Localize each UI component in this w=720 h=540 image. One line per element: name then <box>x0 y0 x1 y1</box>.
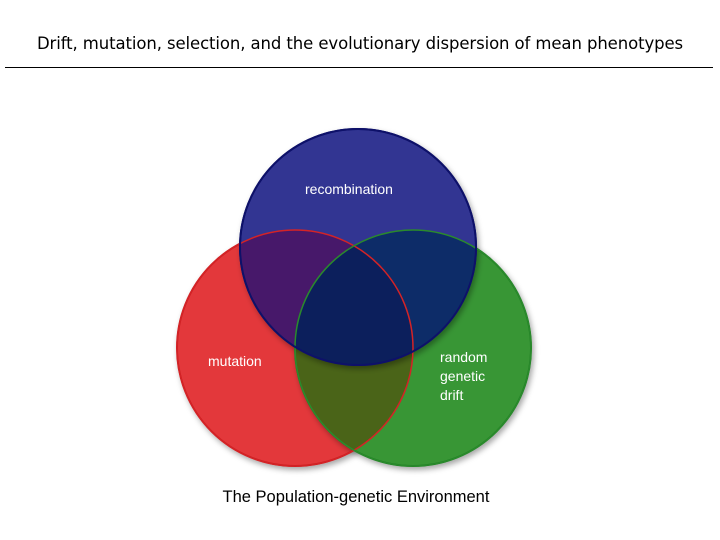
recombination-outline <box>239 128 477 366</box>
drift-outline <box>294 229 532 467</box>
diagram-caption: The Population-genetic Environment <box>222 488 490 506</box>
mutation-label: mutation <box>208 353 262 369</box>
mutation-outline <box>176 229 414 467</box>
random-genetic-drift-label: random genetic drift <box>440 348 520 405</box>
recombination-label: recombination <box>305 181 393 197</box>
drift-label-line-1: random <box>440 349 488 365</box>
triple-overlap <box>295 230 413 365</box>
slide-title: Drift, mutation, selection, and the evol… <box>36 34 684 53</box>
drift-label-line-3: drift <box>440 387 464 403</box>
drift-label-line-2: genetic <box>440 368 486 384</box>
title-divider <box>5 67 713 68</box>
